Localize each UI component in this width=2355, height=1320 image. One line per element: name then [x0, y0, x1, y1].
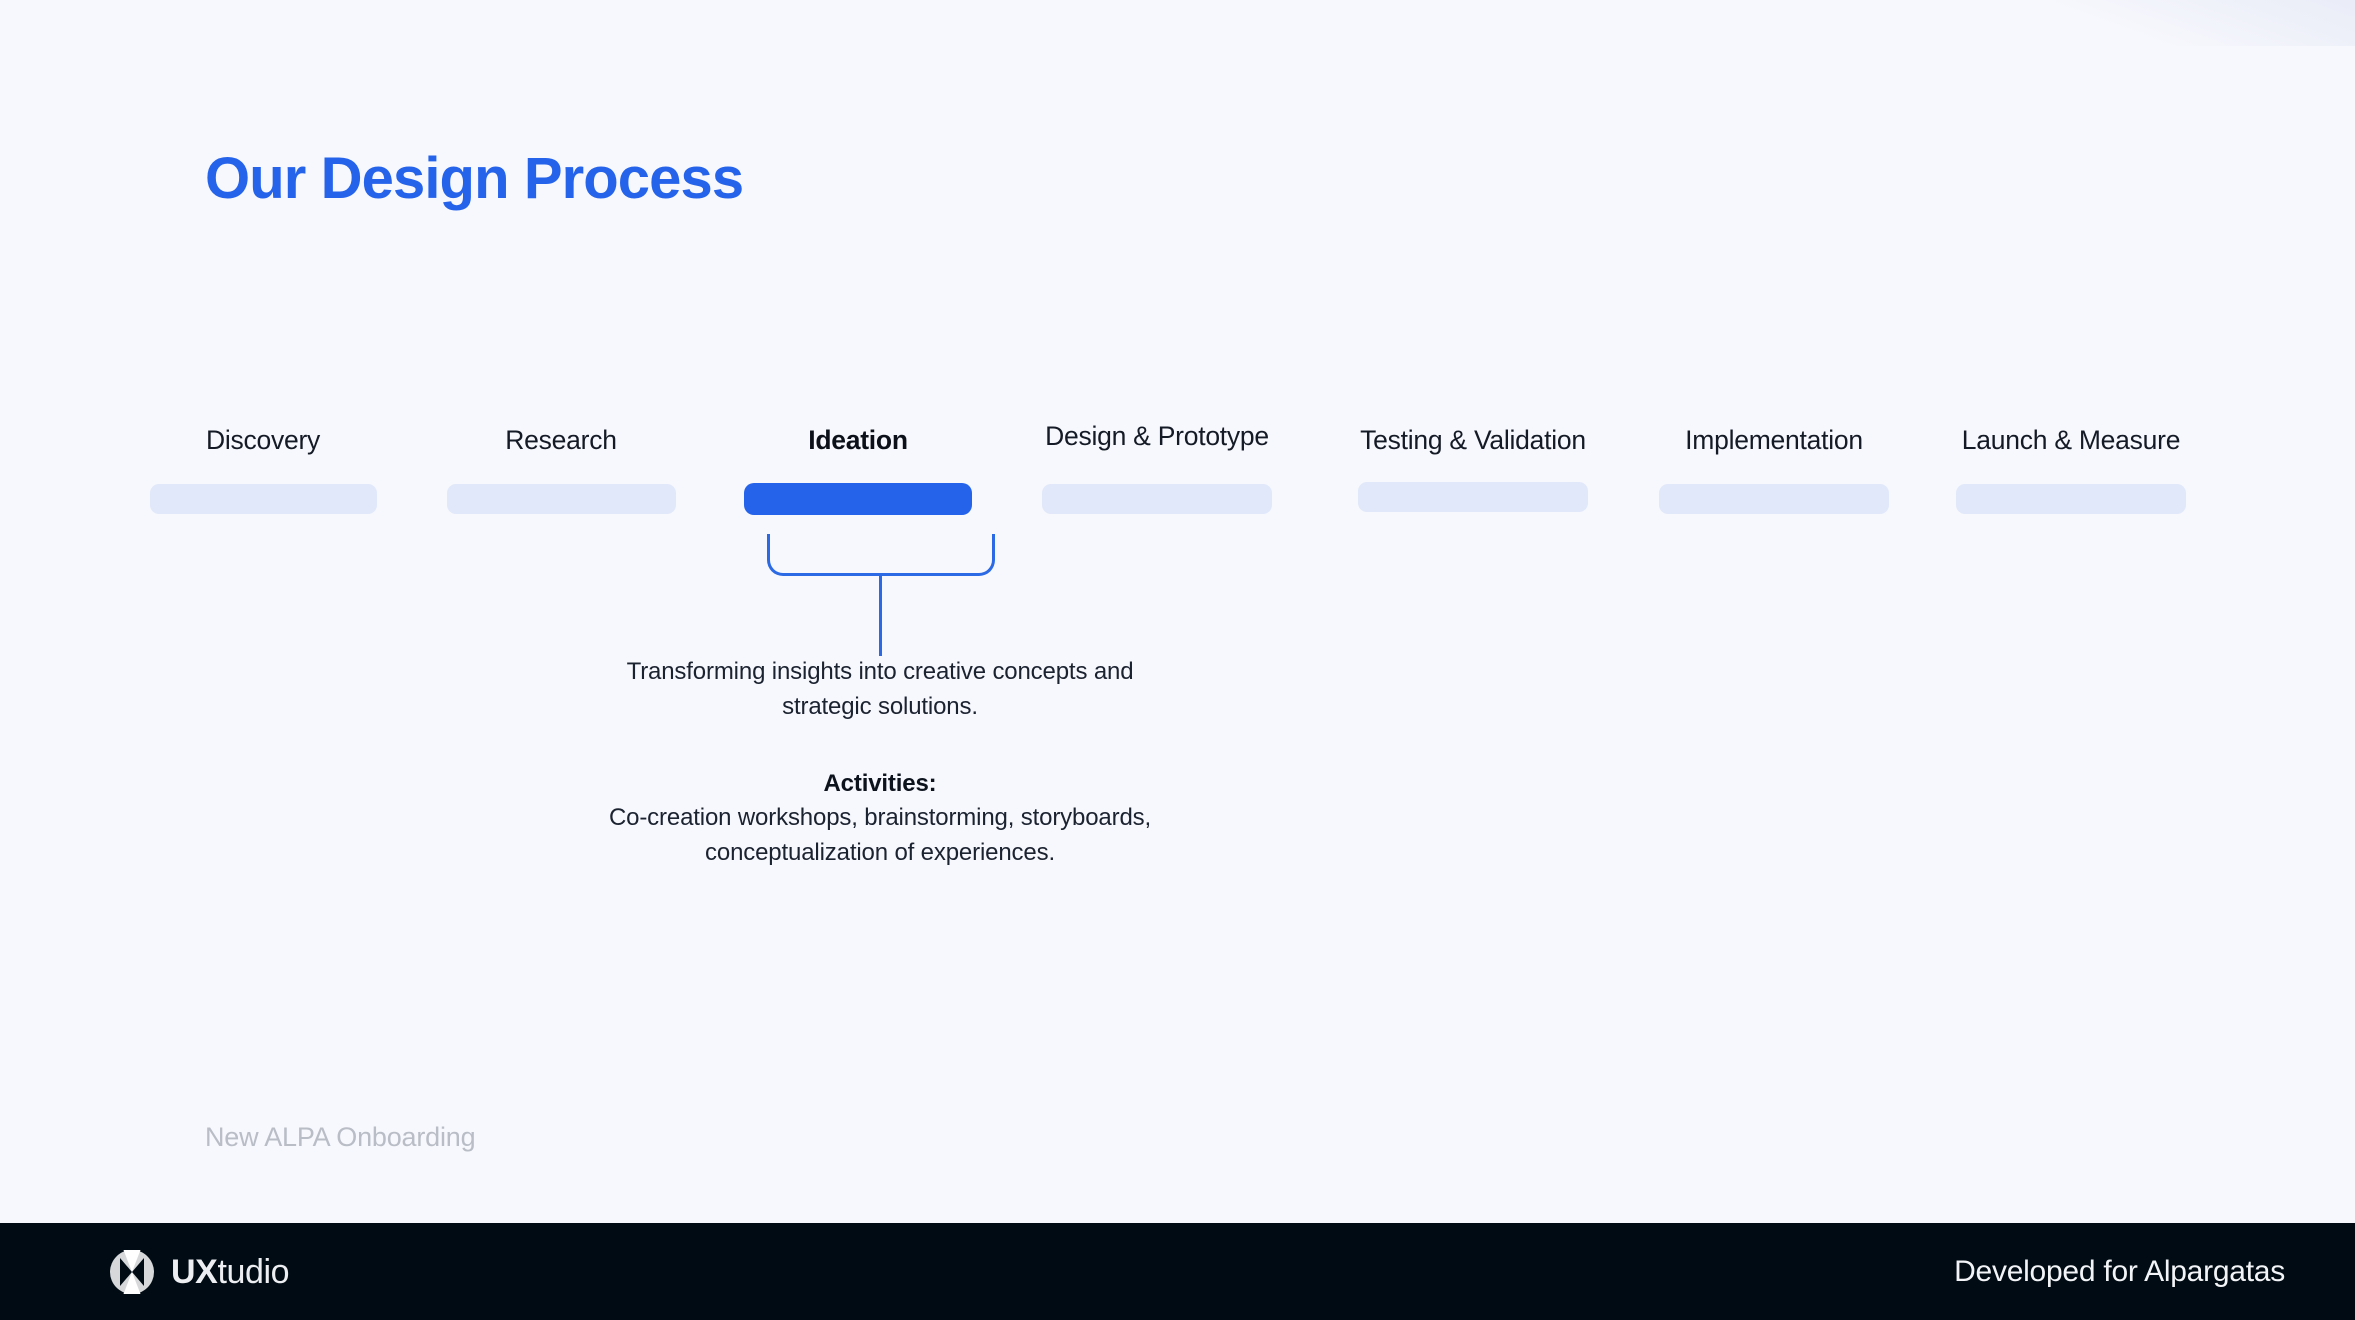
activities-line-1: Co-creation workshops, brainstorming, st… — [608, 804, 1152, 832]
process-step-bar-active[interactable] — [744, 483, 972, 516]
activities-line-2: conceptualization of experiences. — [705, 839, 1055, 867]
process-step-label: Launch & Measure — [1961, 425, 2181, 455]
process-step-discovery[interactable]: Discovery — [118, 424, 408, 515]
active-step-stem — [879, 576, 882, 656]
process-step-testing-validation[interactable]: Testing & Validation — [1323, 424, 1623, 513]
deck-caption: New ALPA Onboarding — [205, 1122, 476, 1152]
detail-activities: Activities: Co-creation workshops, brain… — [580, 767, 1180, 871]
process-step-research[interactable]: Research — [416, 424, 706, 515]
process-track: Discovery Research Ideation Design & Pro… — [0, 421, 2355, 564]
brand-lockup: UXtudio — [110, 1249, 290, 1294]
process-step-bar[interactable] — [1042, 484, 1272, 515]
page-title: Our Design Process — [205, 146, 744, 211]
process-step-label: Research — [505, 425, 617, 455]
brand-name-rest: tudio — [217, 1252, 290, 1291]
detail-description-line-2: strategic solutions. — [782, 692, 978, 720]
process-step-bar[interactable] — [446, 484, 676, 515]
process-step-implementation[interactable]: Implementation — [1624, 424, 1924, 515]
active-step-detail: Transforming insights into creative conc… — [580, 655, 1180, 871]
process-step-label: Ideation — [808, 425, 908, 455]
brand-name-strong: UX — [171, 1252, 218, 1291]
footer-bar: UXtudio Developed for Alpargatas — [0, 1223, 2355, 1320]
corner-sheen — [2035, 0, 2355, 46]
process-step-bar[interactable] — [149, 484, 377, 515]
process-step-launch-measure[interactable]: Launch & Measure — [1921, 424, 2221, 515]
process-step-design-prototype[interactable]: Design & Prototype — [1007, 420, 1307, 515]
process-step-bar[interactable] — [1358, 482, 1588, 513]
footer-note: Developed for Alpargatas — [1954, 1254, 2285, 1288]
process-step-label: Design & Prototype — [1045, 421, 1269, 451]
brand-name: UXtudio — [171, 1252, 290, 1291]
uxtudio-logo-icon — [110, 1249, 154, 1294]
process-step-bar[interactable] — [1659, 484, 1889, 515]
activities-heading: Activities: — [823, 769, 937, 797]
process-step-label: Implementation — [1685, 425, 1863, 455]
detail-description-line-1: Transforming insights into creative conc… — [626, 658, 1134, 685]
process-step-label: Discovery — [205, 425, 321, 455]
process-step-label: Testing & Validation — [1360, 425, 1586, 455]
process-step-ideation[interactable]: Ideation — [713, 424, 1003, 516]
process-step-bar[interactable] — [1956, 484, 2186, 515]
active-step-bracket — [767, 534, 995, 576]
